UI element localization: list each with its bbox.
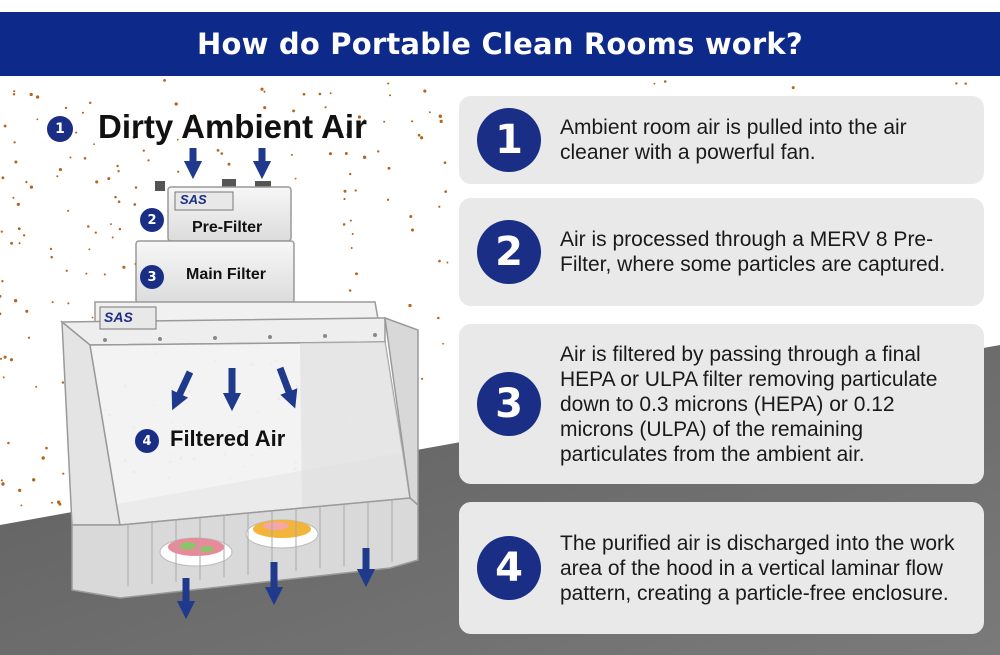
card-text-4: The purified air is discharged into the … [560,531,955,605]
sas-logo-top: SAS [180,192,207,207]
card-number-3: 3 [477,372,541,436]
pre-filter-label: Pre-Filter [192,219,263,236]
step-card-4: 4 The purified air is discharged into th… [459,502,984,634]
step-card-2: 2 Air is processed through a MERV 8 Pre-… [459,198,984,306]
airflow-arrows [171,148,376,620]
card-number-1: 1 [477,108,541,172]
step-badge-4: 4 [135,429,159,453]
step-badge-3: 3 [140,265,164,289]
page-title: How do Portable Clean Rooms work? [197,27,803,61]
filter-unit [135,179,295,304]
card-number-2: 2 [477,220,541,284]
sas-logo-hood: SAS [104,309,133,325]
step-badge-1: 1 [47,116,73,142]
dirty-ambient-air-label: Dirty Ambient Air [98,108,367,145]
title-banner: How do Portable Clean Rooms work? [0,12,1000,76]
filtered-air-label: Filtered Air [170,426,286,451]
card-text-2: Air is processed through a MERV 8 Pre-Fi… [560,228,946,276]
card-text-1: Ambient room air is pulled into the air … [560,116,907,164]
main-filter-label: Main Filter [186,266,267,283]
card-text-3: Air is filtered by passing through a fin… [560,342,938,466]
card-number-4: 4 [477,536,541,600]
step-card-3: 3 Air is filtered by passing through a f… [459,324,984,484]
clean-room-hood [59,301,419,599]
step-card-1: 1 Ambient room air is pulled into the ai… [459,96,984,184]
step-badge-2: 2 [140,208,164,232]
